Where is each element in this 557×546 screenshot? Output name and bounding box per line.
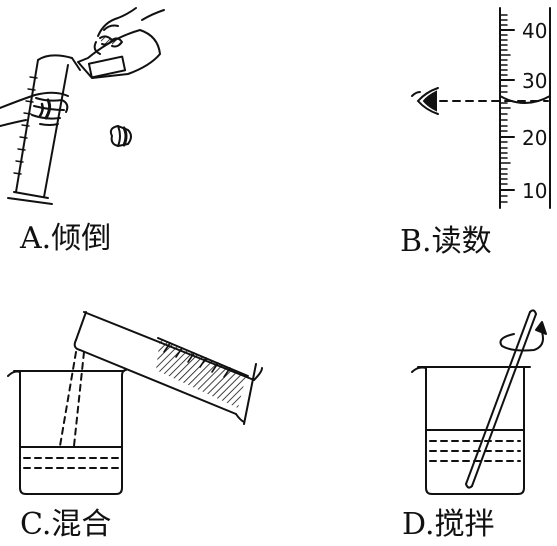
eye-icon <box>411 87 439 115</box>
caption-b-reading: B.读数 <box>400 224 492 259</box>
panel-a-pouring <box>0 7 165 205</box>
glass-rod <box>465 309 537 489</box>
minor-ticks <box>499 14 511 203</box>
caption-d-stirring: D.搅拌 <box>402 507 495 542</box>
major-ticks <box>499 29 515 191</box>
tick-label-10: 10 <box>522 179 547 203</box>
tick-label-20: 20 <box>522 126 547 150</box>
caption-c-mixing: C.混合 <box>20 507 112 542</box>
tilted-cylinder <box>7 54 73 205</box>
panel-c-mixing <box>7 311 263 495</box>
pour-stream <box>59 351 85 447</box>
right-hand <box>93 7 165 55</box>
beaker-d <box>411 366 531 495</box>
meniscus <box>499 95 551 104</box>
left-hand <box>0 91 69 127</box>
bottle-stopper <box>109 125 132 147</box>
tick-label-40: 40 <box>522 19 547 43</box>
tilted-cylinder-c <box>73 311 263 425</box>
caption-a-pouring: A.倾倒 <box>20 221 112 256</box>
panel-d-stirring <box>411 309 547 495</box>
tick-label-30: 30 <box>522 69 547 93</box>
liquid-c <box>19 446 123 469</box>
reagent-bottle <box>71 29 161 79</box>
panel-b-reading <box>411 7 551 209</box>
beaker-c <box>7 369 127 495</box>
liquid-d <box>425 429 525 462</box>
rotation-arrow-icon <box>499 321 547 352</box>
